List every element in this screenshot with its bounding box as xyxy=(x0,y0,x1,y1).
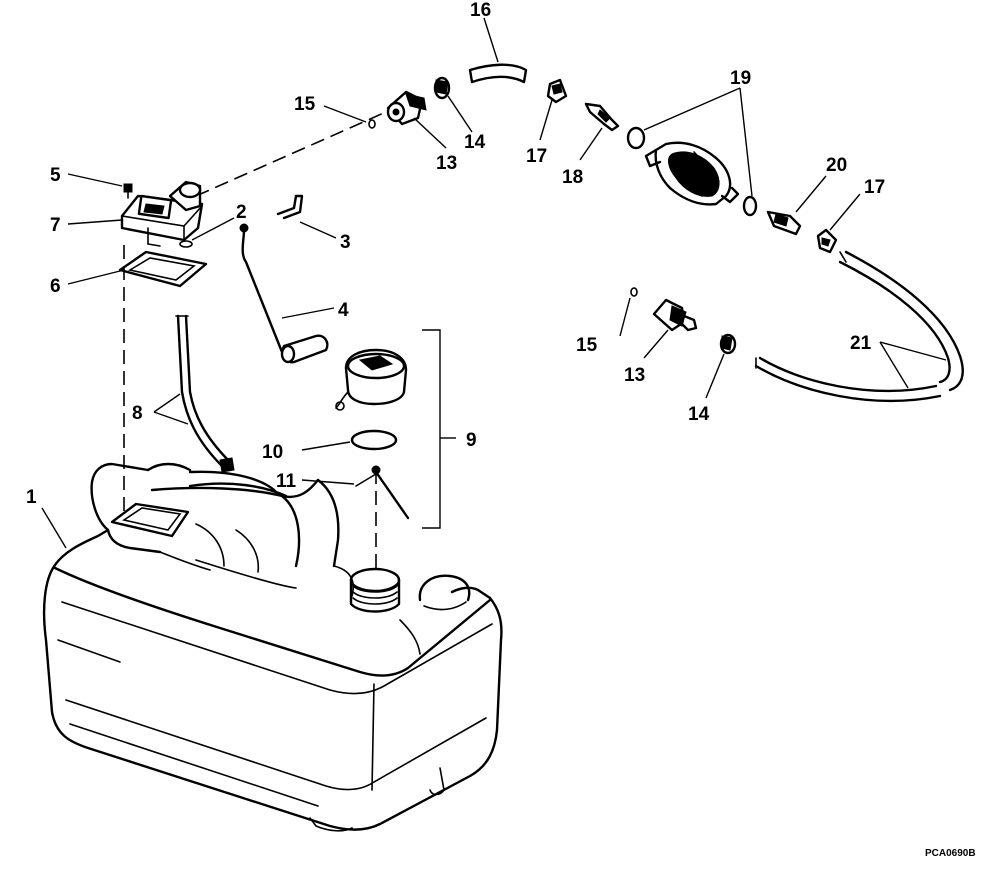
connector-part-13-top xyxy=(386,90,427,126)
callout-bracket-9 xyxy=(422,329,441,529)
hose-clamp-part-19-left xyxy=(626,126,646,150)
callout-19: 19 xyxy=(730,68,751,89)
fitting-part-17-right xyxy=(816,228,838,254)
callout-15-right: 15 xyxy=(576,335,598,356)
screw-part-5 xyxy=(123,183,133,199)
fitting-part-18 xyxy=(584,102,620,132)
callout-2: 2 xyxy=(236,202,247,223)
o-ring-part-15-top xyxy=(368,119,376,129)
callout-18: 18 xyxy=(562,167,583,188)
cap-tether-part-11 xyxy=(355,465,410,520)
hose-clamp-part-14-top xyxy=(433,76,451,100)
callout-10: 10 xyxy=(262,442,283,463)
leader-lines xyxy=(41,17,947,549)
o-ring-part-15-right xyxy=(630,287,638,297)
filler-cap-part-9 xyxy=(335,348,408,411)
float-arm-part-4 xyxy=(239,223,329,364)
figure-code: PCA0690B xyxy=(925,848,976,859)
callout-7: 7 xyxy=(50,215,61,236)
callout-21: 21 xyxy=(850,333,872,354)
hose-part-16 xyxy=(468,63,528,84)
o-ring-part-2 xyxy=(179,240,193,248)
gasket-part-6 xyxy=(118,250,208,288)
callout-3: 3 xyxy=(340,232,351,253)
callout-14-right: 14 xyxy=(688,404,710,425)
fitting-part-17-top xyxy=(546,78,568,104)
pickup-tube-part-8 xyxy=(175,314,235,473)
cap-gasket-part-10 xyxy=(350,429,398,451)
fuel-gauge-sender-part-7 xyxy=(120,180,204,247)
callout-20: 20 xyxy=(826,155,847,176)
callout-16: 16 xyxy=(470,0,491,21)
check-valve-part-20 xyxy=(766,210,802,236)
callout-11: 11 xyxy=(276,471,297,492)
callout-9: 9 xyxy=(466,430,477,451)
callout-15-top: 15 xyxy=(294,94,316,115)
fuel-tank-part-1 xyxy=(42,462,503,832)
alignment-line-connector xyxy=(195,111,387,197)
callout-5: 5 xyxy=(50,165,61,186)
connector-part-13-right xyxy=(652,298,698,332)
retainer-clip-part-3 xyxy=(276,194,304,220)
callout-8: 8 xyxy=(132,403,143,424)
callout-1: 1 xyxy=(26,487,37,508)
callout-14-top: 14 xyxy=(464,132,486,153)
callout-13-top: 13 xyxy=(436,153,457,174)
callout-4: 4 xyxy=(338,300,349,321)
hose-clamp-part-19-right xyxy=(742,195,758,217)
hose-clamp-part-14-right xyxy=(719,333,737,355)
callout-13-right: 13 xyxy=(624,365,645,386)
primer-bulb-part-19 xyxy=(644,141,740,206)
callout-17-right: 17 xyxy=(864,177,885,198)
callout-17-top: 17 xyxy=(526,146,547,167)
callout-6: 6 xyxy=(50,276,61,297)
fuel-hose-part-21 xyxy=(754,250,964,403)
